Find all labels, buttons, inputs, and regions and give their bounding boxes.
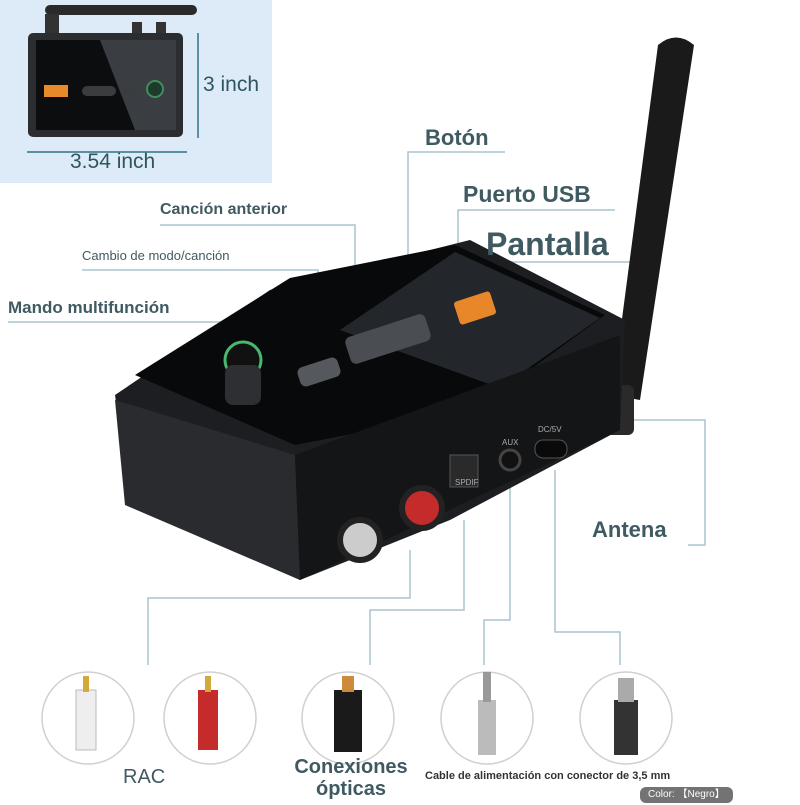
tooltip-label: Color: bbox=[648, 789, 675, 800]
rca-red-plug bbox=[198, 676, 218, 750]
optical-plug bbox=[334, 676, 362, 752]
aux-plug bbox=[478, 672, 496, 755]
label-display: Pantalla bbox=[486, 226, 609, 262]
label-optical: Conexiones ópticas bbox=[294, 756, 408, 800]
port-spdif: SPDIF bbox=[455, 478, 479, 487]
inset-device-image bbox=[27, 5, 199, 153]
label-button: Botón bbox=[425, 125, 489, 150]
label-previous-song: Canción anterior bbox=[160, 201, 288, 218]
color-tooltip: Color: 【Negro】 bbox=[640, 787, 733, 803]
tooltip-value: 【Negro】 bbox=[677, 789, 725, 800]
label-knob: Mando multifunción bbox=[8, 298, 170, 317]
dimensions-inset: 3 inch 3.54 inch bbox=[0, 0, 272, 183]
port-dc: DC/5V bbox=[538, 425, 562, 434]
port-aux: AUX bbox=[502, 438, 519, 447]
label-antenna: Antena bbox=[592, 517, 667, 542]
label-rca: RAC bbox=[123, 766, 166, 788]
usb-c-plug bbox=[614, 678, 638, 755]
rca-white-plug bbox=[75, 676, 97, 751]
label-mode-switch: Cambio de modo/canción bbox=[82, 248, 230, 263]
device-body bbox=[115, 240, 625, 580]
label-usb-port: Puerto USB bbox=[463, 181, 591, 207]
height-dimension: 3 inch bbox=[203, 73, 260, 96]
width-dimension: 3.54 inch bbox=[70, 150, 156, 173]
label-power-cable: Cable de alimentación con conector de 3,… bbox=[425, 770, 671, 782]
